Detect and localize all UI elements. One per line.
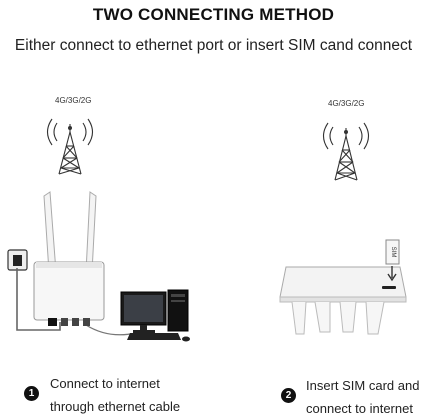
wall-socket-icon xyxy=(7,249,28,271)
step-2-line1: Insert SIM card and xyxy=(306,378,420,393)
router-icon xyxy=(279,266,407,335)
left-network-label: 4G/3G/2G xyxy=(55,96,92,105)
ethernet-cable xyxy=(16,268,61,331)
sim-card-icon xyxy=(385,239,400,282)
router-icon xyxy=(33,191,105,326)
right-network-label: 4G/3G/2G xyxy=(328,99,365,108)
sim-slot xyxy=(382,286,396,289)
step-2-text: Insert SIM card and connect to internet xyxy=(306,374,419,420)
keyboard-icon xyxy=(127,333,190,342)
sim-card-label: SIM xyxy=(390,247,396,258)
step-1-text: Connect to internet through ethernet cab… xyxy=(50,372,180,418)
page-title: TWO CONNECTING METHOD xyxy=(92,5,335,24)
page-subtitle: Either connect to ethernet port or inser… xyxy=(14,37,413,54)
step-2-line2: connect to internet xyxy=(306,401,413,416)
pc-tower-icon xyxy=(167,289,189,332)
computer-monitor-icon xyxy=(120,291,167,333)
step-2-badge: 2 xyxy=(281,388,296,403)
step-1-line1: Connect to internet xyxy=(50,376,160,391)
step-1-badge: 1 xyxy=(24,386,39,401)
cell-tower-icon xyxy=(46,118,94,175)
step-1-line2: through ethernet cable xyxy=(50,399,181,414)
